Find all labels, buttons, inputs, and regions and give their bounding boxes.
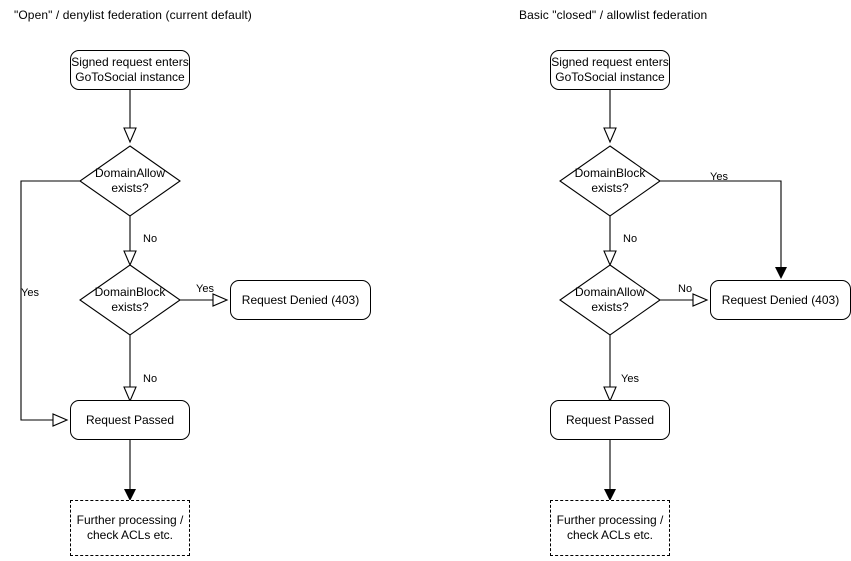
edge-left-d1-yes — [20, 180, 80, 421]
arrowhead-left-d2-yes — [212, 293, 229, 307]
left-d1-yes-label: Yes — [21, 287, 39, 299]
right-entry-label: Signed request enters GoToSocial instanc… — [551, 55, 669, 84]
right-d2-yes-label: Yes — [621, 373, 639, 385]
left-request-denied-label: Request Denied (403) — [241, 292, 360, 307]
left-decision-2[interactable]: DomainBlock exists? — [79, 264, 181, 336]
arrowhead-right-d2-no — [692, 293, 709, 307]
left-entry-node[interactable]: Signed request enters GoToSocial instanc… — [70, 50, 190, 90]
right-request-passed-node[interactable]: Request Passed — [550, 400, 670, 440]
right-d1-yes-label: Yes — [710, 171, 728, 183]
arrowhead-left-entry-to-d1 — [123, 127, 137, 144]
right-d1-no-label: No — [623, 233, 638, 245]
arrowhead-right-d2-yes — [603, 386, 617, 403]
right-request-denied-node[interactable]: Request Denied (403) — [710, 280, 851, 320]
left-d1-no-label: No — [143, 233, 158, 245]
right-column-title: Basic "closed" / allowlist federation — [519, 8, 708, 22]
right-further-processing-node: Further processing / check ACLs etc. — [550, 500, 670, 556]
left-d2-no-label: No — [143, 373, 158, 385]
edge-right-d1-yes — [660, 180, 782, 274]
right-further-processing-label: Further processing / check ACLs etc. — [556, 513, 664, 542]
left-further-processing-node: Further processing / check ACLs etc. — [70, 500, 190, 556]
right-d2-no-label: No — [678, 283, 693, 295]
left-request-passed-node[interactable]: Request Passed — [70, 400, 190, 440]
right-decision-1[interactable]: DomainBlock exists? — [559, 145, 661, 217]
arrowhead-left-d1-yes — [52, 413, 69, 427]
left-further-processing-label: Further processing / check ACLs etc. — [76, 513, 184, 542]
right-request-passed-label: Request Passed — [565, 412, 655, 427]
right-request-denied-label: Request Denied (403) — [721, 292, 840, 307]
left-entry-label: Signed request enters GoToSocial instanc… — [71, 55, 189, 84]
left-decision-1[interactable]: DomainAllow exists? — [79, 145, 181, 217]
left-d2-yes-label: Yes — [196, 283, 214, 295]
left-request-denied-node[interactable]: Request Denied (403) — [230, 280, 371, 320]
arrowhead-left-d1-no — [123, 250, 137, 267]
right-entry-node[interactable]: Signed request enters GoToSocial instanc… — [550, 50, 670, 90]
arrowhead-right-entry-to-d1 — [603, 127, 617, 144]
left-request-passed-label: Request Passed — [85, 412, 175, 427]
arrowhead-right-d1-yes — [775, 267, 787, 279]
left-column-title: "Open" / denylist federation (current de… — [14, 8, 252, 22]
right-decision-2[interactable]: DomainAllow exists? — [559, 264, 661, 336]
arrowhead-right-d1-no — [603, 250, 617, 267]
arrowhead-left-d2-no — [123, 386, 137, 403]
